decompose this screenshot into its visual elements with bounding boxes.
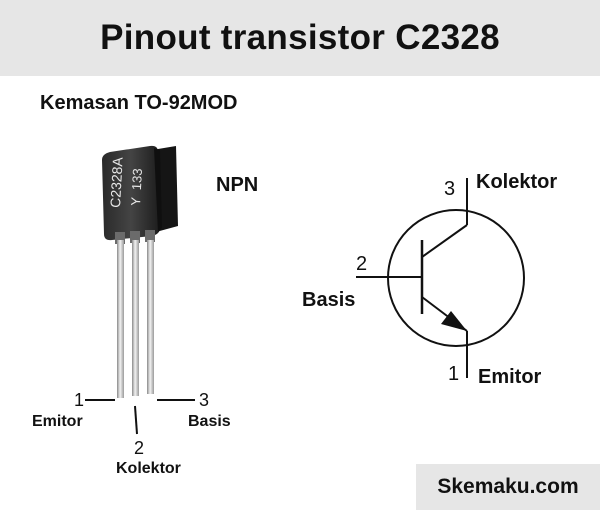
collector-number: 3 <box>444 178 455 200</box>
page-title: Pinout transistor C2328 <box>100 18 500 57</box>
package-leg-2 <box>132 240 139 396</box>
base-number: 2 <box>356 253 367 275</box>
brand-watermark: Skemaku.com <box>416 464 600 510</box>
package-leg-1 <box>117 240 124 398</box>
pkg-pin3-name: Basis <box>188 413 231 430</box>
emitter-name: Emitor <box>478 366 542 388</box>
package-marking-line1: C2328A <box>107 156 126 208</box>
collector-diagonal <box>421 224 468 258</box>
pkg-pin2-number: 2 <box>134 438 144 458</box>
npn-label: NPN <box>216 174 259 196</box>
package-pin-leaders <box>85 399 195 435</box>
pkg-pin2-name: Kolektor <box>116 460 181 477</box>
pkg-pin1-number: 1 <box>74 390 84 410</box>
transistor-package <box>102 145 178 398</box>
package-body <box>102 145 160 241</box>
npn-symbol <box>356 178 525 378</box>
pin2-leader <box>134 405 138 435</box>
package-marking-line2: Y 133 <box>128 168 145 206</box>
package-leg-3 <box>147 240 154 394</box>
pkg-pin1-name: Emitor <box>32 413 83 430</box>
title-bar: Pinout transistor C2328 <box>0 0 600 76</box>
package-label: Kemasan TO-92MOD <box>40 92 238 114</box>
collector-name: Kolektor <box>476 171 557 193</box>
pkg-pin3-number: 3 <box>199 390 209 410</box>
emitter-number: 1 <box>448 363 459 385</box>
base-name: Basis <box>302 289 355 311</box>
emitter-arrow-icon <box>441 311 467 331</box>
